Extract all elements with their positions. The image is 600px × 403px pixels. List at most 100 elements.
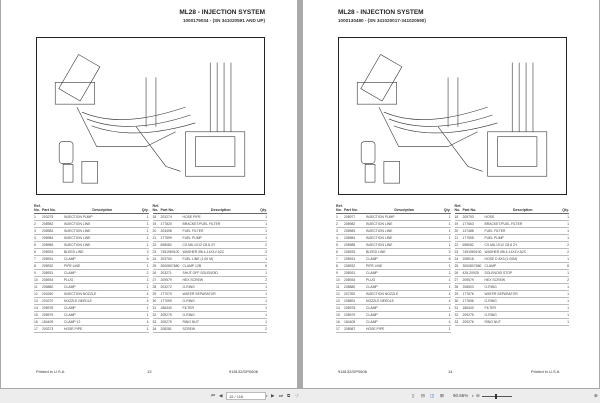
continuous-view-icon[interactable]: ⊟ [421, 393, 425, 398]
single-page-view-icon[interactable]: ▯ [412, 393, 415, 398]
ref-no: 20 [152, 229, 157, 233]
description: CS M6-1X12 C8.8 ZY [484, 243, 518, 247]
qty: 1 [567, 320, 569, 324]
ref-no: 28 [454, 285, 459, 289]
qty: 1 [567, 257, 569, 261]
last-page-button[interactable]: ⏭ [279, 393, 284, 398]
ref-no: 13 [336, 299, 340, 303]
part-no: 177820 [160, 222, 172, 226]
qty: 1 [448, 313, 451, 317]
description: PLUG [64, 278, 74, 282]
qty: 1 [146, 215, 149, 219]
description: CLAMP 12 [64, 320, 81, 324]
description: PIPE LINE [64, 264, 81, 268]
ref-no: 4 [34, 236, 36, 240]
part-no: 137488 [462, 229, 474, 233]
qty: 1 [448, 215, 451, 219]
two-page-view-icon[interactable]: ◫ [430, 393, 435, 398]
zoom-level[interactable]: 90.56% [453, 393, 469, 398]
next-page-button[interactable]: ▶ [271, 393, 275, 398]
zoom-slider-handle[interactable] [495, 394, 497, 399]
description: O-RING [484, 313, 497, 317]
header-ref: Ref. No. [152, 204, 160, 212]
prev-page-button[interactable]: ◀ [219, 393, 223, 398]
description: HOSE D 8X3 (1.00M) [484, 257, 518, 261]
two-page-continuous-icon[interactable]: ⊞ [440, 393, 444, 398]
description: FUEL FILTER [182, 229, 204, 233]
part-no: 7451980100 [462, 250, 482, 254]
description: CLAMP [64, 257, 76, 261]
part-no: 209279 [160, 320, 172, 324]
qty: 1 [567, 285, 569, 289]
zoom-in-icon[interactable]: ⊕ [594, 393, 598, 398]
qty: 1 [265, 222, 267, 226]
part-no: 203271 [160, 271, 172, 275]
qty: 1 [265, 299, 267, 303]
page-number: 14 [448, 369, 453, 374]
qty: 2 [265, 250, 267, 254]
description: INJECTION PUMP [366, 215, 395, 219]
page-number-input[interactable]: 15 / 116 [226, 391, 266, 400]
qty: 4 [448, 320, 451, 324]
description: BRACKET/FUEL FILTER [182, 222, 221, 226]
qty: 3 [448, 250, 451, 254]
description: O-RING [182, 285, 195, 289]
part-no: 425-20925 [462, 271, 479, 275]
page-dropdown-icon[interactable]: ▾ [266, 394, 268, 398]
part-no: 208934 [42, 278, 54, 282]
ref-no: 9 [336, 271, 338, 275]
part-no: 208281 [160, 327, 172, 331]
description: INJECTION NOZZLE [366, 292, 399, 296]
qty: 2 [448, 271, 451, 275]
ref-no: 6 [336, 250, 338, 254]
ref-no: 2 [336, 222, 338, 226]
ref-no: 28 [152, 285, 157, 289]
ref-no: 10 [34, 278, 38, 282]
description: CLAMP [366, 306, 378, 310]
ref-no: 10 [336, 278, 340, 282]
qty: 2 [265, 243, 267, 247]
qty: 1 [265, 320, 267, 324]
qty: 6 [146, 257, 149, 261]
rotate-icon[interactable]: ⧉ [287, 393, 291, 398]
ref-no: 24 [454, 257, 459, 261]
zoom-dropdown-icon[interactable]: ▾ [472, 394, 474, 398]
qty: 1 [265, 257, 267, 261]
part-no: 177079 [160, 292, 172, 296]
part-no: 177599 [160, 236, 172, 240]
qty: 1 [567, 222, 569, 226]
header-qty: Qty. [443, 208, 451, 212]
part-no: 208933 [344, 250, 356, 254]
zoom-out-icon[interactable]: ⊖ [476, 393, 480, 398]
qty: 1 [567, 236, 569, 240]
first-page-button[interactable]: ⏮ [211, 393, 216, 398]
undo-icon[interactable]: ↺ [295, 393, 299, 398]
qty: 1 [146, 327, 149, 331]
qty: 2 [567, 278, 569, 282]
zoom-slider[interactable] [482, 396, 512, 397]
header-ref: Ref. No. [34, 204, 41, 212]
description: INJECTION LINE [64, 236, 91, 240]
footer-left: 918132/DP0606 [338, 369, 367, 374]
part-no: 203273 [42, 327, 54, 331]
page-title: ML28 - INJECTION SYSTEM [338, 9, 424, 16]
description: BLEED LINE [64, 250, 84, 254]
description: FILTER [484, 306, 496, 310]
